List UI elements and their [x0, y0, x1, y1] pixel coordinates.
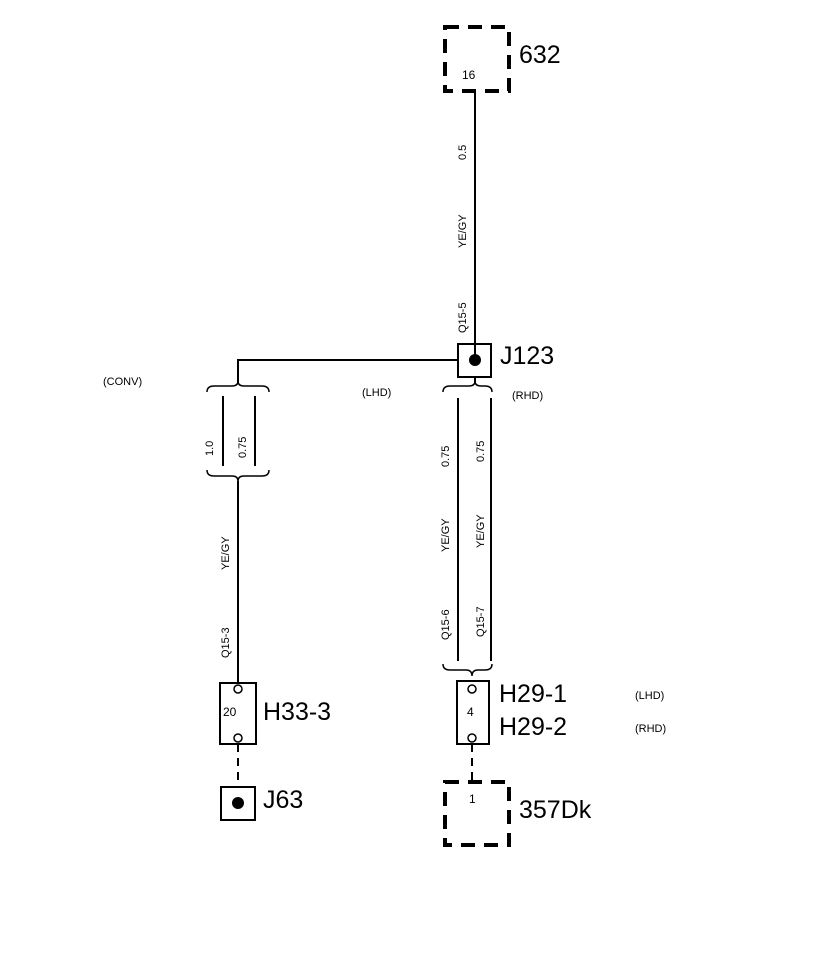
splice-j123: J123 — [457, 342, 554, 378]
connector-h33-3-pin-top — [233, 684, 243, 694]
bracket-left-bottom — [206, 469, 270, 482]
component-632-label: 632 — [519, 41, 561, 69]
connector-h29-label-1: H29-1 — [499, 680, 567, 708]
wire-left-size2: 0.75 — [237, 437, 249, 458]
component-632: 16 632 — [443, 25, 561, 93]
wire-q15-6-size: 0.75 — [440, 446, 452, 467]
wire-q15-5-size: 0.5 — [457, 145, 469, 160]
connector-h33-3-label: H33-3 — [263, 698, 331, 726]
connector-h33-3: 20 H33-3 — [219, 682, 331, 745]
wire-q15-7-color: YE/GY — [475, 514, 487, 548]
component-632-outline — [443, 25, 511, 93]
wire-left-size1: 1.0 — [204, 441, 216, 456]
connector-h29-label-2: H29-2 — [499, 713, 567, 741]
splice-j63-box — [220, 786, 256, 821]
variant-rhd-label: (RHD) — [512, 390, 543, 402]
component-357dk: 1 357Dk — [443, 780, 592, 847]
splice-j123-label: J123 — [500, 342, 554, 370]
wire-q15-7-size: 0.75 — [475, 441, 487, 462]
wire-q15-5-labels: 0.5 YE/GY Q15-5 — [457, 145, 469, 333]
connector-h29-variant-lhd: (LHD) — [635, 690, 664, 702]
wire-q15-3-id: Q15-3 — [220, 627, 232, 658]
connector-h29-pinnum: 4 — [467, 705, 474, 719]
wire-q15-6-color: YE/GY — [440, 518, 452, 552]
splice-j123-dot — [469, 354, 481, 366]
component-357dk-outline — [443, 780, 511, 847]
bracket-right-top — [442, 380, 493, 393]
connector-h33-3-pinnum: 20 — [223, 705, 237, 719]
splice-j63-label: J63 — [263, 786, 303, 814]
variant-conv-label: (CONV) — [103, 376, 142, 388]
wire-q15-5-color: YE/GY — [457, 214, 469, 248]
component-357dk-pin: 1 — [469, 792, 476, 806]
bracket-right-bottom — [442, 663, 493, 677]
wire-q15-5-id: Q15-5 — [457, 302, 469, 333]
component-632-pin: 16 — [462, 68, 476, 82]
connector-h29: 4 H29-1 H29-2 (LHD) (RHD) — [456, 680, 666, 745]
component-357dk-label: 357Dk — [519, 796, 592, 824]
connector-h29-pin-top — [467, 684, 477, 694]
wire-q15-6-id: Q15-6 — [440, 609, 452, 640]
connector-h29-pin-bottom — [467, 733, 477, 743]
splice-j63: J63 — [220, 786, 303, 821]
wire-q15-3-color: YE/GY — [220, 536, 232, 570]
variant-lhd-label: (LHD) — [362, 387, 391, 399]
splice-j63-dot — [232, 797, 244, 809]
wire-branch-left — [237, 359, 458, 383]
connector-h33-3-pin-bottom — [233, 733, 243, 743]
bracket-left-top — [206, 380, 270, 393]
connector-h29-variant-rhd: (RHD) — [635, 723, 666, 735]
wire-q15-7-id: Q15-7 — [475, 606, 487, 637]
